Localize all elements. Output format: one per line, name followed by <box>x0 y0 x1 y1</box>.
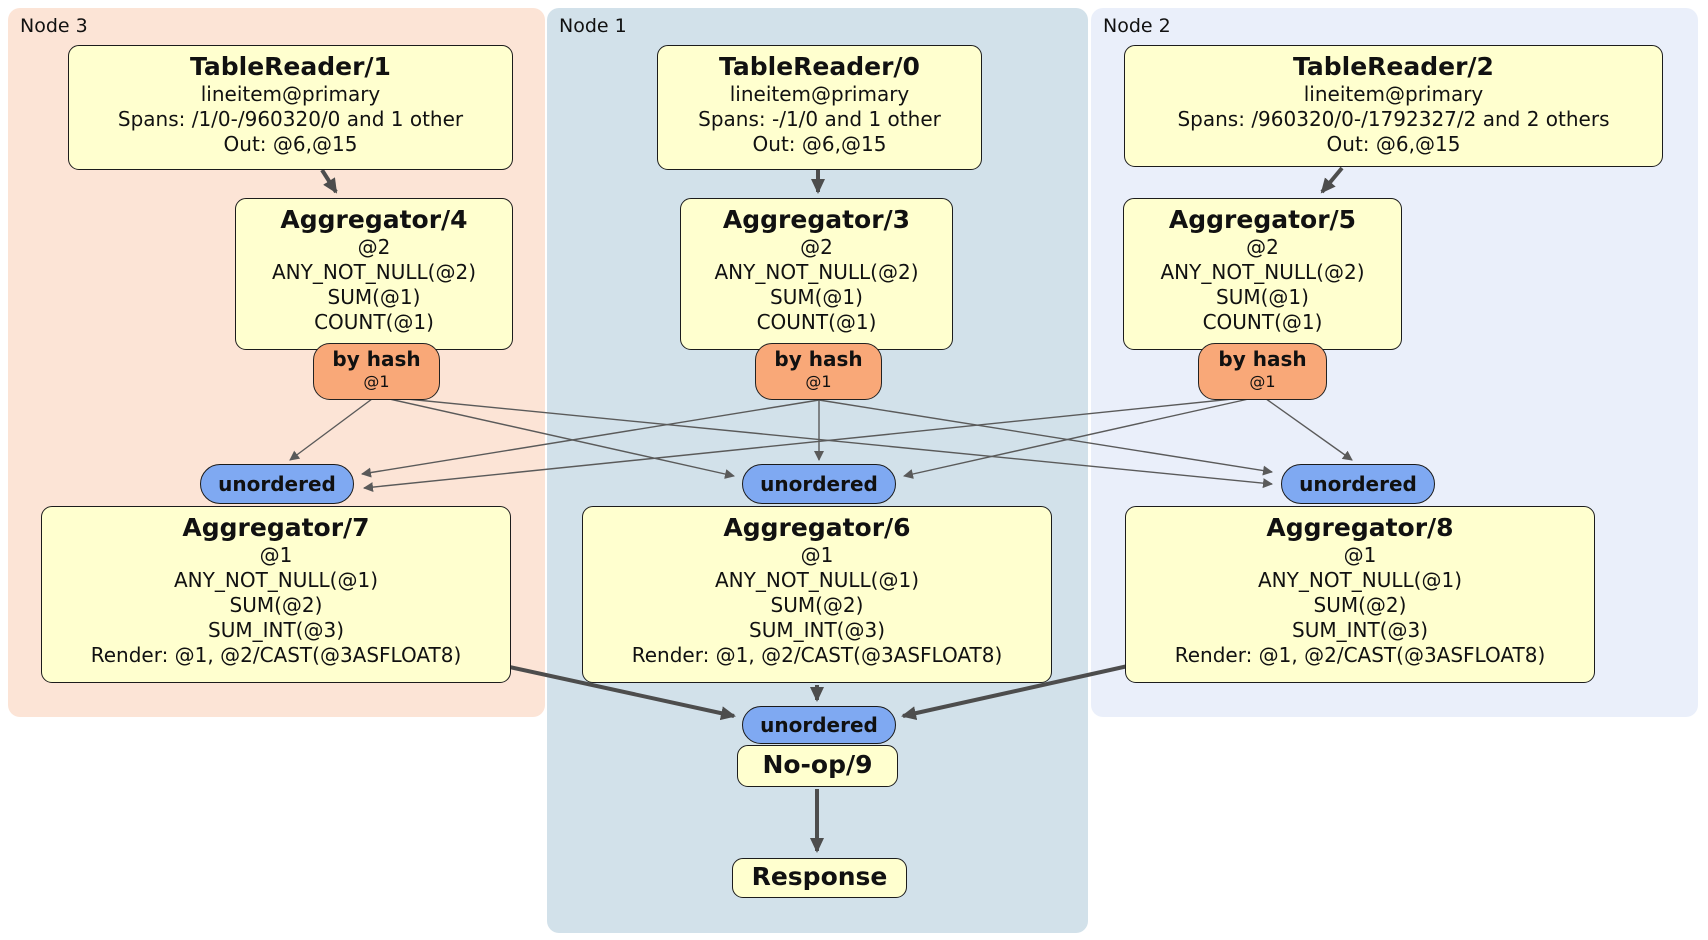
op-detail-line: SUM(@1) <box>327 285 421 309</box>
panel-label-node3: Node 3 <box>20 15 88 37</box>
op-detail-line: COUNT(@1) <box>756 310 877 334</box>
sync-label: unordered <box>760 472 878 496</box>
op-detail-line: @2 <box>1246 235 1279 259</box>
op-detail-line: ANY_NOT_NULL(@1) <box>174 568 378 592</box>
sync-unordered-node1: unordered <box>742 464 896 504</box>
op-aggregator-4: Aggregator/4 @2 ANY_NOT_NULL(@2) SUM(@1)… <box>235 198 513 350</box>
op-aggregator-8: Aggregator/8 @1 ANY_NOT_NULL(@1) SUM(@2)… <box>1125 506 1595 683</box>
op-title: Aggregator/5 <box>1168 205 1357 234</box>
op-detail-line: SUM(@1) <box>1216 285 1309 309</box>
op-detail-line: @2 <box>357 235 391 259</box>
sync-label: unordered <box>1299 472 1417 496</box>
op-detail-line: Spans: /960320/0-/1792327/2 and 2 others <box>1177 107 1610 131</box>
op-title: Aggregator/8 <box>1266 513 1454 542</box>
op-detail-line: SUM(@1) <box>770 285 863 309</box>
op-detail-line: @1 <box>800 543 834 567</box>
op-aggregator-3: Aggregator/3 @2 ANY_NOT_NULL(@2) SUM(@1)… <box>680 198 953 350</box>
sync-label: unordered <box>218 472 336 496</box>
op-detail-line: SUM_INT(@3) <box>1292 618 1428 642</box>
sync-unordered-final: unordered <box>742 706 896 744</box>
op-title: TableReader/2 <box>1293 52 1494 81</box>
op-detail-line: SUM(@2) <box>1313 593 1407 617</box>
op-detail-line: lineitem@primary <box>729 82 910 106</box>
op-detail-line: Out: @6,@15 <box>223 132 358 156</box>
op-detail-line: COUNT(@1) <box>1202 310 1323 334</box>
op-detail-line: SUM_INT(@3) <box>208 618 344 642</box>
router-label: by hash <box>332 347 421 371</box>
router-arg: @1 <box>1249 372 1276 391</box>
op-detail-line: Spans: /1/0-/960320/0 and 1 other <box>117 107 464 131</box>
op-detail-line: Out: @6,@15 <box>1326 132 1461 156</box>
op-detail-line: ANY_NOT_NULL(@2) <box>272 260 476 284</box>
router-by-hash-node2: by hash @1 <box>1198 343 1327 400</box>
op-response: Response <box>732 858 907 898</box>
op-detail-line: @1 <box>1343 543 1377 567</box>
op-tablereader-0: TableReader/0 lineitem@primary Spans: -/… <box>657 45 982 170</box>
op-detail-line: SUM(@2) <box>229 593 323 617</box>
router-by-hash-node3: by hash @1 <box>313 343 440 400</box>
op-detail-line: lineitem@primary <box>200 82 381 106</box>
sync-unordered-node2: unordered <box>1281 464 1435 504</box>
op-detail-line: lineitem@primary <box>1303 82 1484 106</box>
router-arg: @1 <box>805 372 832 391</box>
op-title: Aggregator/4 <box>280 205 468 234</box>
op-aggregator-7: Aggregator/7 @1 ANY_NOT_NULL(@1) SUM(@2)… <box>41 506 511 683</box>
op-detail-line: Render: @1, @2/CAST(@3ASFLOAT8) <box>1174 643 1546 667</box>
op-detail-line: SUM(@2) <box>770 593 864 617</box>
op-detail-line: ANY_NOT_NULL(@1) <box>1258 568 1462 592</box>
op-detail-line: @1 <box>259 543 293 567</box>
op-tablereader-2: TableReader/2 lineitem@primary Spans: /9… <box>1124 45 1663 167</box>
panel-label-node1: Node 1 <box>559 15 627 37</box>
op-detail-line: ANY_NOT_NULL(@1) <box>715 568 919 592</box>
op-detail-line: SUM_INT(@3) <box>749 618 885 642</box>
op-aggregator-6: Aggregator/6 @1 ANY_NOT_NULL(@1) SUM(@2)… <box>582 506 1052 683</box>
op-detail-line: Render: @1, @2/CAST(@3ASFLOAT8) <box>90 643 462 667</box>
router-label: by hash <box>1218 347 1307 371</box>
op-title: TableReader/1 <box>190 52 391 81</box>
op-detail-line: ANY_NOT_NULL(@2) <box>1160 260 1365 284</box>
op-title: Aggregator/7 <box>182 513 370 542</box>
op-detail-line: Out: @6,@15 <box>752 132 887 156</box>
op-title: TableReader/0 <box>719 52 920 81</box>
router-label: by hash <box>774 347 863 371</box>
op-detail-line: Spans: -/1/0 and 1 other <box>698 107 941 131</box>
op-detail-line: ANY_NOT_NULL(@2) <box>714 260 919 284</box>
panel-label-node2: Node 2 <box>1103 15 1171 37</box>
op-tablereader-1: TableReader/1 lineitem@primary Spans: /1… <box>68 45 513 170</box>
router-arg: @1 <box>363 372 390 391</box>
op-detail-line: COUNT(@1) <box>314 310 434 334</box>
op-detail-line: Render: @1, @2/CAST(@3ASFLOAT8) <box>631 643 1003 667</box>
sync-label: unordered <box>760 713 878 737</box>
sync-unordered-node3: unordered <box>200 464 354 504</box>
op-title: Aggregator/6 <box>723 513 911 542</box>
op-title: No-op/9 <box>762 750 873 779</box>
op-detail-line: @2 <box>800 235 833 259</box>
router-by-hash-node1: by hash @1 <box>755 343 882 400</box>
op-noop-9: No-op/9 <box>737 745 898 787</box>
op-title: Response <box>751 862 888 891</box>
op-aggregator-5: Aggregator/5 @2 ANY_NOT_NULL(@2) SUM(@1)… <box>1123 198 1402 350</box>
op-title: Aggregator/3 <box>722 205 911 234</box>
